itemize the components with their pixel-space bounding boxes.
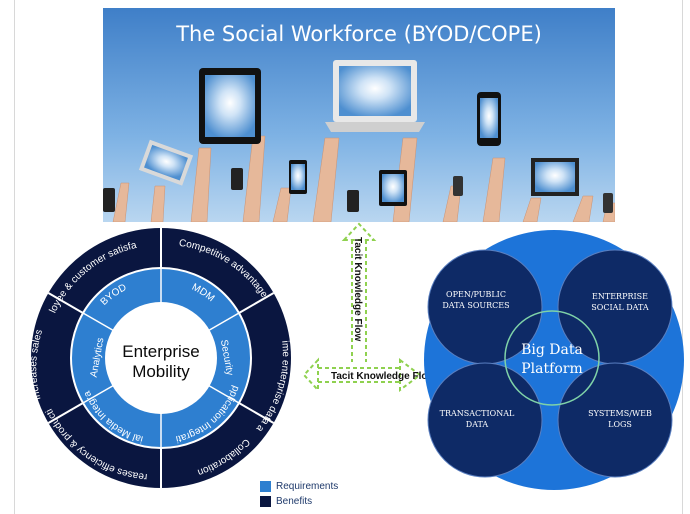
source-enterprise-social-line2: SOCIAL DATA [591,303,649,312]
horizontal-flow-label: Tacit Knowledge Flow [331,371,436,382]
legend-requirements: Requirements [260,479,338,493]
tacit-knowledge-arrows [302,222,422,393]
big-data-title-line1: Big Data [521,342,583,358]
benefits-swatch [260,495,271,507]
right-frame-line [682,0,683,514]
source-systems-line2: LOGS [608,420,632,429]
social-workforce-banner: The Social Workforce (BYOD/COPE) [103,8,615,222]
source-transactional-line2: DATA [466,420,489,429]
wheel-center-line1: Enterprise [122,342,199,361]
source-open-public-line2: DATA SOURCES [442,301,509,310]
source-circle-systems-web-logs [557,362,673,478]
big-data-title-line2: Platform [521,361,582,377]
legend-benefits: Benefits [260,494,312,508]
source-open-public-line1: OPEN/PUBLIC [446,290,506,299]
legend-requirements-label: Requirements [276,480,339,492]
legend-benefits-label: Benefits [276,495,313,507]
vertical-flow-label: Tacit Knowledge Flow [352,237,363,342]
source-enterprise-social-line1: ENTERPRISE [592,292,648,301]
left-frame-line [14,0,15,514]
banner-title: The Social Workforce (BYOD/COPE) [176,22,542,46]
source-systems-line1: SYSTEMS/WEB [588,409,652,418]
big-data-platform-diagram: OPEN/PUBLIC DATA SOURCES ENTERPRISE SOCI… [424,230,684,490]
source-transactional-line1: TRANSACTIONAL [440,409,515,418]
enterprise-mobility-wheel: Employee & customer satisfaction Competi… [18,226,291,488]
big-data-center-ring [504,310,600,406]
legend: Requirements Benefits [260,476,380,510]
requirements-swatch [260,480,271,492]
wheel-center-line2: Mobility [132,362,190,381]
source-circle-transactional [427,362,543,478]
